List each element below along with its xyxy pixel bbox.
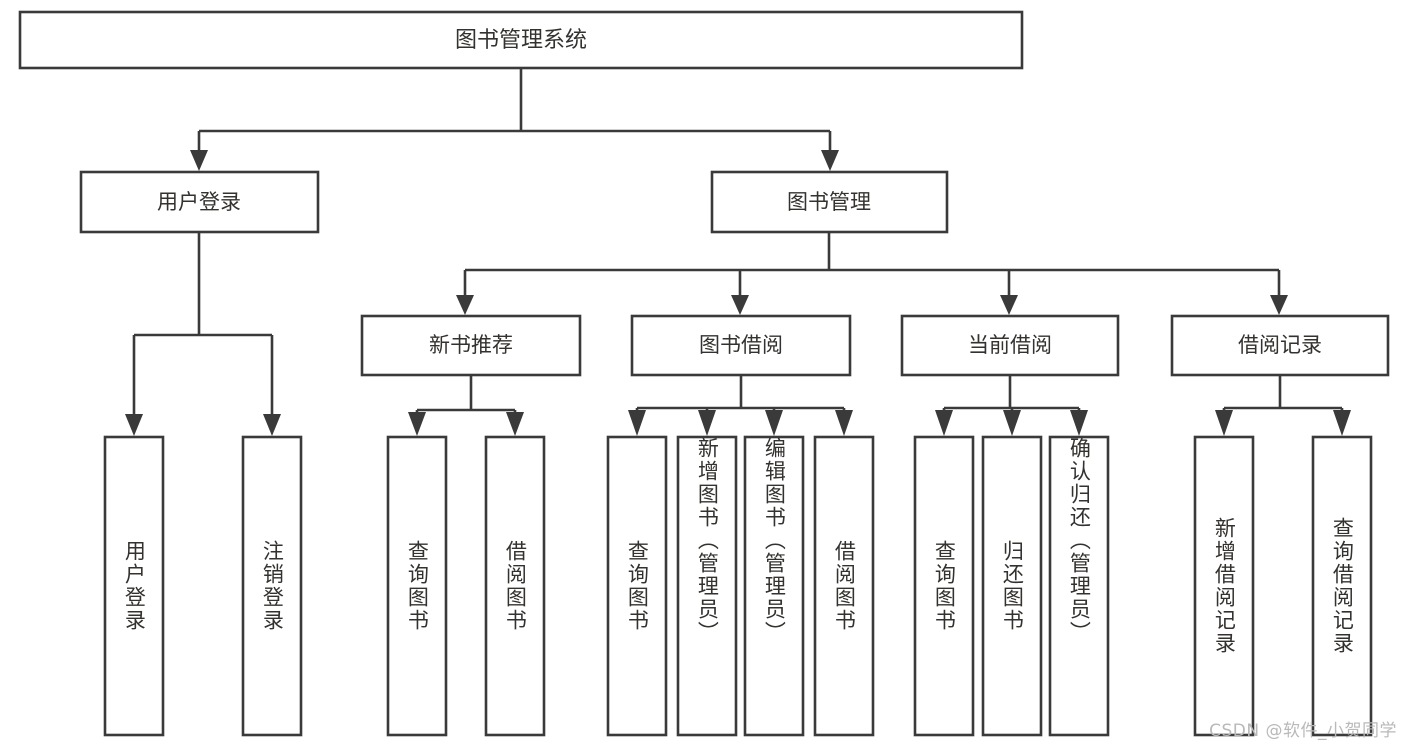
leaf-box-borrow-book-2[interactable]: [813, 435, 875, 737]
node-book-borrow[interactable]: 图书借阅: [630, 314, 852, 377]
arrow-head-icon: [628, 410, 646, 436]
node-borrow-record-label: 借阅记录: [1238, 333, 1322, 357]
arrow-head-icon: [456, 295, 474, 315]
connector-borrow-record-to-leaves: [1215, 375, 1351, 436]
node-root[interactable]: 图书管理系统: [18, 10, 1024, 70]
arrow-head-icon: [1070, 410, 1088, 436]
connector-user-login-to-leaves: [125, 232, 281, 436]
node-new-book-recommend[interactable]: 新书推荐: [360, 314, 582, 377]
leaf-box-logout[interactable]: [241, 435, 303, 737]
leaf-box-query-book-1[interactable]: [386, 435, 448, 737]
connector-book-manage-to-level2: [456, 232, 1288, 315]
leaf-boxes: [103, 435, 1373, 737]
arrow-head-icon: [698, 410, 716, 436]
arrow-head-icon: [1215, 410, 1233, 436]
arrow-head-icon: [835, 410, 853, 436]
node-book-manage[interactable]: 图书管理: [710, 170, 949, 234]
leaf-box-confirm-return[interactable]: [1048, 435, 1110, 737]
arrow-head-icon: [1000, 295, 1018, 315]
arrow-head-icon: [1333, 410, 1351, 436]
leaf-box-borrow-book-1[interactable]: [484, 435, 546, 737]
arrow-head-icon: [765, 410, 783, 436]
arrow-head-icon: [125, 414, 143, 436]
leaf-box-query-book-2[interactable]: [606, 435, 668, 737]
connector-new-book-recommend-to-leaves: [408, 375, 524, 436]
node-current-borrow-label: 当前借阅: [968, 333, 1052, 357]
arrow-head-icon: [1003, 410, 1021, 436]
arrow-head-icon: [1270, 295, 1288, 315]
connector-book-borrow-to-leaves: [628, 375, 853, 436]
node-current-borrow[interactable]: 当前借阅: [900, 314, 1120, 377]
connector-current-borrow-to-leaves: [935, 375, 1088, 436]
leaf-box-query-record[interactable]: [1311, 435, 1373, 737]
csdn-watermark: CSDN @软件_小贺同学: [1209, 721, 1397, 741]
node-new-book-recommend-label: 新书推荐: [429, 333, 513, 357]
leaf-box-return-book[interactable]: [981, 435, 1043, 737]
connector-root-to-level1: [190, 68, 839, 171]
arrow-head-icon: [190, 150, 208, 171]
arrow-head-icon: [731, 295, 749, 315]
node-user-login-label: 用户登录: [157, 190, 241, 214]
arrow-head-icon: [935, 410, 953, 436]
leaf-box-add-record[interactable]: [1193, 435, 1255, 737]
arrow-head-icon: [821, 150, 839, 171]
leaf-box-user-login[interactable]: [103, 435, 165, 737]
arrow-head-icon: [263, 414, 281, 436]
node-user-login[interactable]: 用户登录: [79, 170, 320, 234]
node-borrow-record[interactable]: 借阅记录: [1170, 314, 1390, 377]
leaf-box-edit-book[interactable]: [743, 435, 805, 737]
leaf-box-add-book[interactable]: [676, 435, 738, 737]
node-book-manage-label: 图书管理: [787, 190, 871, 214]
node-root-label: 图书管理系统: [455, 28, 587, 53]
node-book-borrow-label: 图书借阅: [699, 333, 783, 357]
arrow-head-icon: [506, 412, 524, 436]
leaf-box-query-book-3[interactable]: [913, 435, 975, 737]
arrow-head-icon: [408, 412, 426, 436]
